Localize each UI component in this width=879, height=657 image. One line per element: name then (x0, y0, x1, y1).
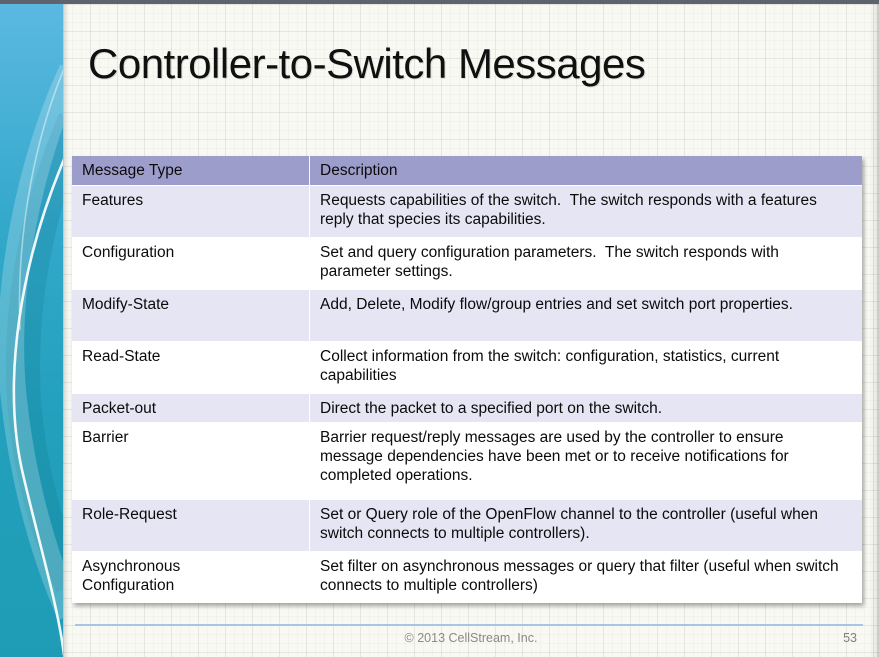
cell-description: Collect information from the switch: con… (320, 348, 784, 384)
table-row: Modify-State Add, Delete, Modify flow/gro… (72, 290, 862, 342)
page-number: 53 (843, 631, 857, 645)
messages-table: Message Type Description Features Request… (72, 156, 862, 603)
cell-description: Set and query configuration parameters. … (320, 244, 784, 280)
table-row: Configuration Set and query configuration… (72, 238, 862, 290)
swoosh-graphic (0, 0, 63, 657)
table-body: Features Requests capabilities of the swi… (72, 186, 862, 603)
cell-message-type: Packet-out (72, 394, 310, 422)
column-header-message-type: Message Type (72, 156, 310, 185)
sidebar-decoration (0, 0, 63, 657)
footer-copyright: © 2013 CellStream, Inc. (404, 631, 538, 645)
column-header-description: Description (320, 162, 398, 179)
cell-description: Set filter on asynchronous messages or q… (320, 558, 843, 594)
cell-message-type: Modify-State (72, 290, 310, 341)
cell-message-type: Configuration (72, 238, 310, 289)
cell-message-type: Features (72, 186, 310, 237)
cell-description: Set or Query role of the OpenFlow channe… (320, 506, 823, 542)
table-row: Read-State Collect information from the s… (72, 342, 862, 394)
table-row: Features Requests capabilities of the swi… (72, 186, 862, 238)
cell-description: Barrier request/reply messages are used … (320, 429, 794, 484)
slide-content: Controller-to-Switch Messages Message Ty… (63, 4, 879, 657)
cell-message-type: Role-Request (72, 500, 310, 551)
table-row: Asynchronous Configuration Set filter on … (72, 552, 862, 603)
cell-message-type: Barrier (72, 423, 310, 499)
cell-description: Requests capabilities of the switch. The… (320, 192, 822, 228)
table-row: Role-Request Set or Query role of the Ope… (72, 500, 862, 552)
cell-description: Add, Delete, Modify flow/group entries a… (320, 296, 793, 313)
top-edge-strip (0, 0, 879, 4)
table-header-row: Message Type Description (72, 156, 862, 186)
cell-message-type: Asynchronous Configuration (72, 552, 310, 603)
footer-divider (75, 624, 863, 626)
table-row: Packet-out Direct the packet to a specifi… (72, 394, 862, 423)
cell-description: Direct the packet to a specified port on… (320, 400, 663, 417)
cell-message-type: Read-State (72, 342, 310, 393)
slide-title: Controller-to-Switch Messages (88, 40, 646, 87)
